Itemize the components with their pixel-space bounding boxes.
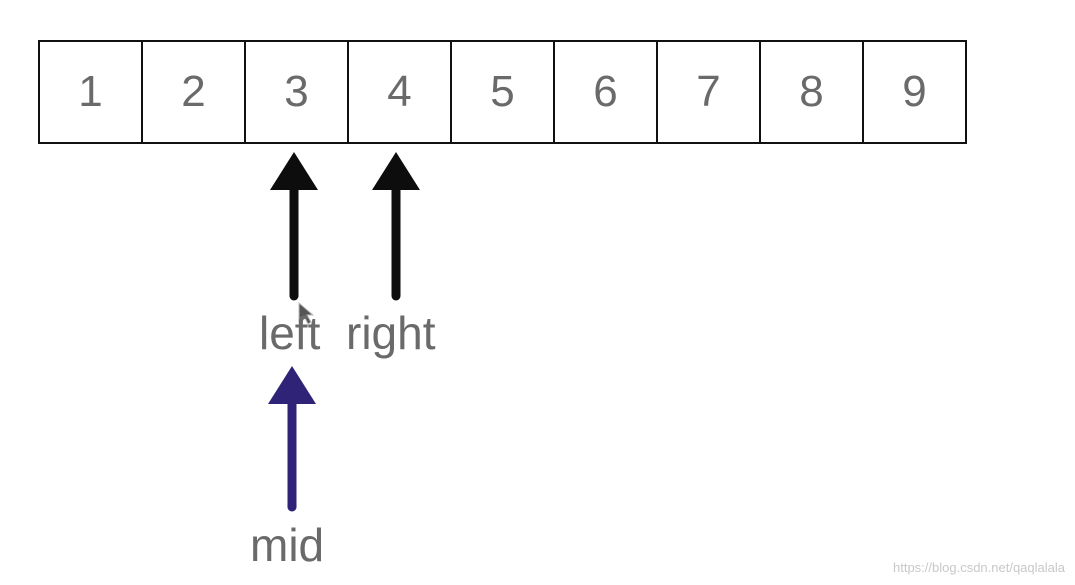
watermark-url: https://blog.csdn.net/qaqlalala	[892, 560, 1065, 575]
array-cell-2: 2	[143, 42, 246, 142]
array-cell-1: 1	[40, 42, 143, 142]
array-cell-6: 6	[555, 42, 658, 142]
array-cell-7: 7	[658, 42, 761, 142]
left-pointer-label: left	[259, 307, 321, 359]
mid-pointer-arrow	[268, 366, 316, 512]
right-pointer-arrow	[372, 152, 420, 301]
array-strip: 1 2 3 4 5 6 7 8 9	[38, 40, 967, 144]
mouse-cursor-icon	[298, 302, 314, 325]
array-cell-9: 9	[864, 42, 967, 142]
left-pointer-arrow	[270, 152, 318, 301]
array-cell-3: 3	[246, 42, 349, 142]
array-cell-8: 8	[761, 42, 864, 142]
mid-pointer-label: mid	[250, 519, 325, 571]
array-cell-4: 4	[349, 42, 452, 142]
array-cell-5: 5	[452, 42, 555, 142]
right-pointer-label: right	[346, 307, 436, 359]
